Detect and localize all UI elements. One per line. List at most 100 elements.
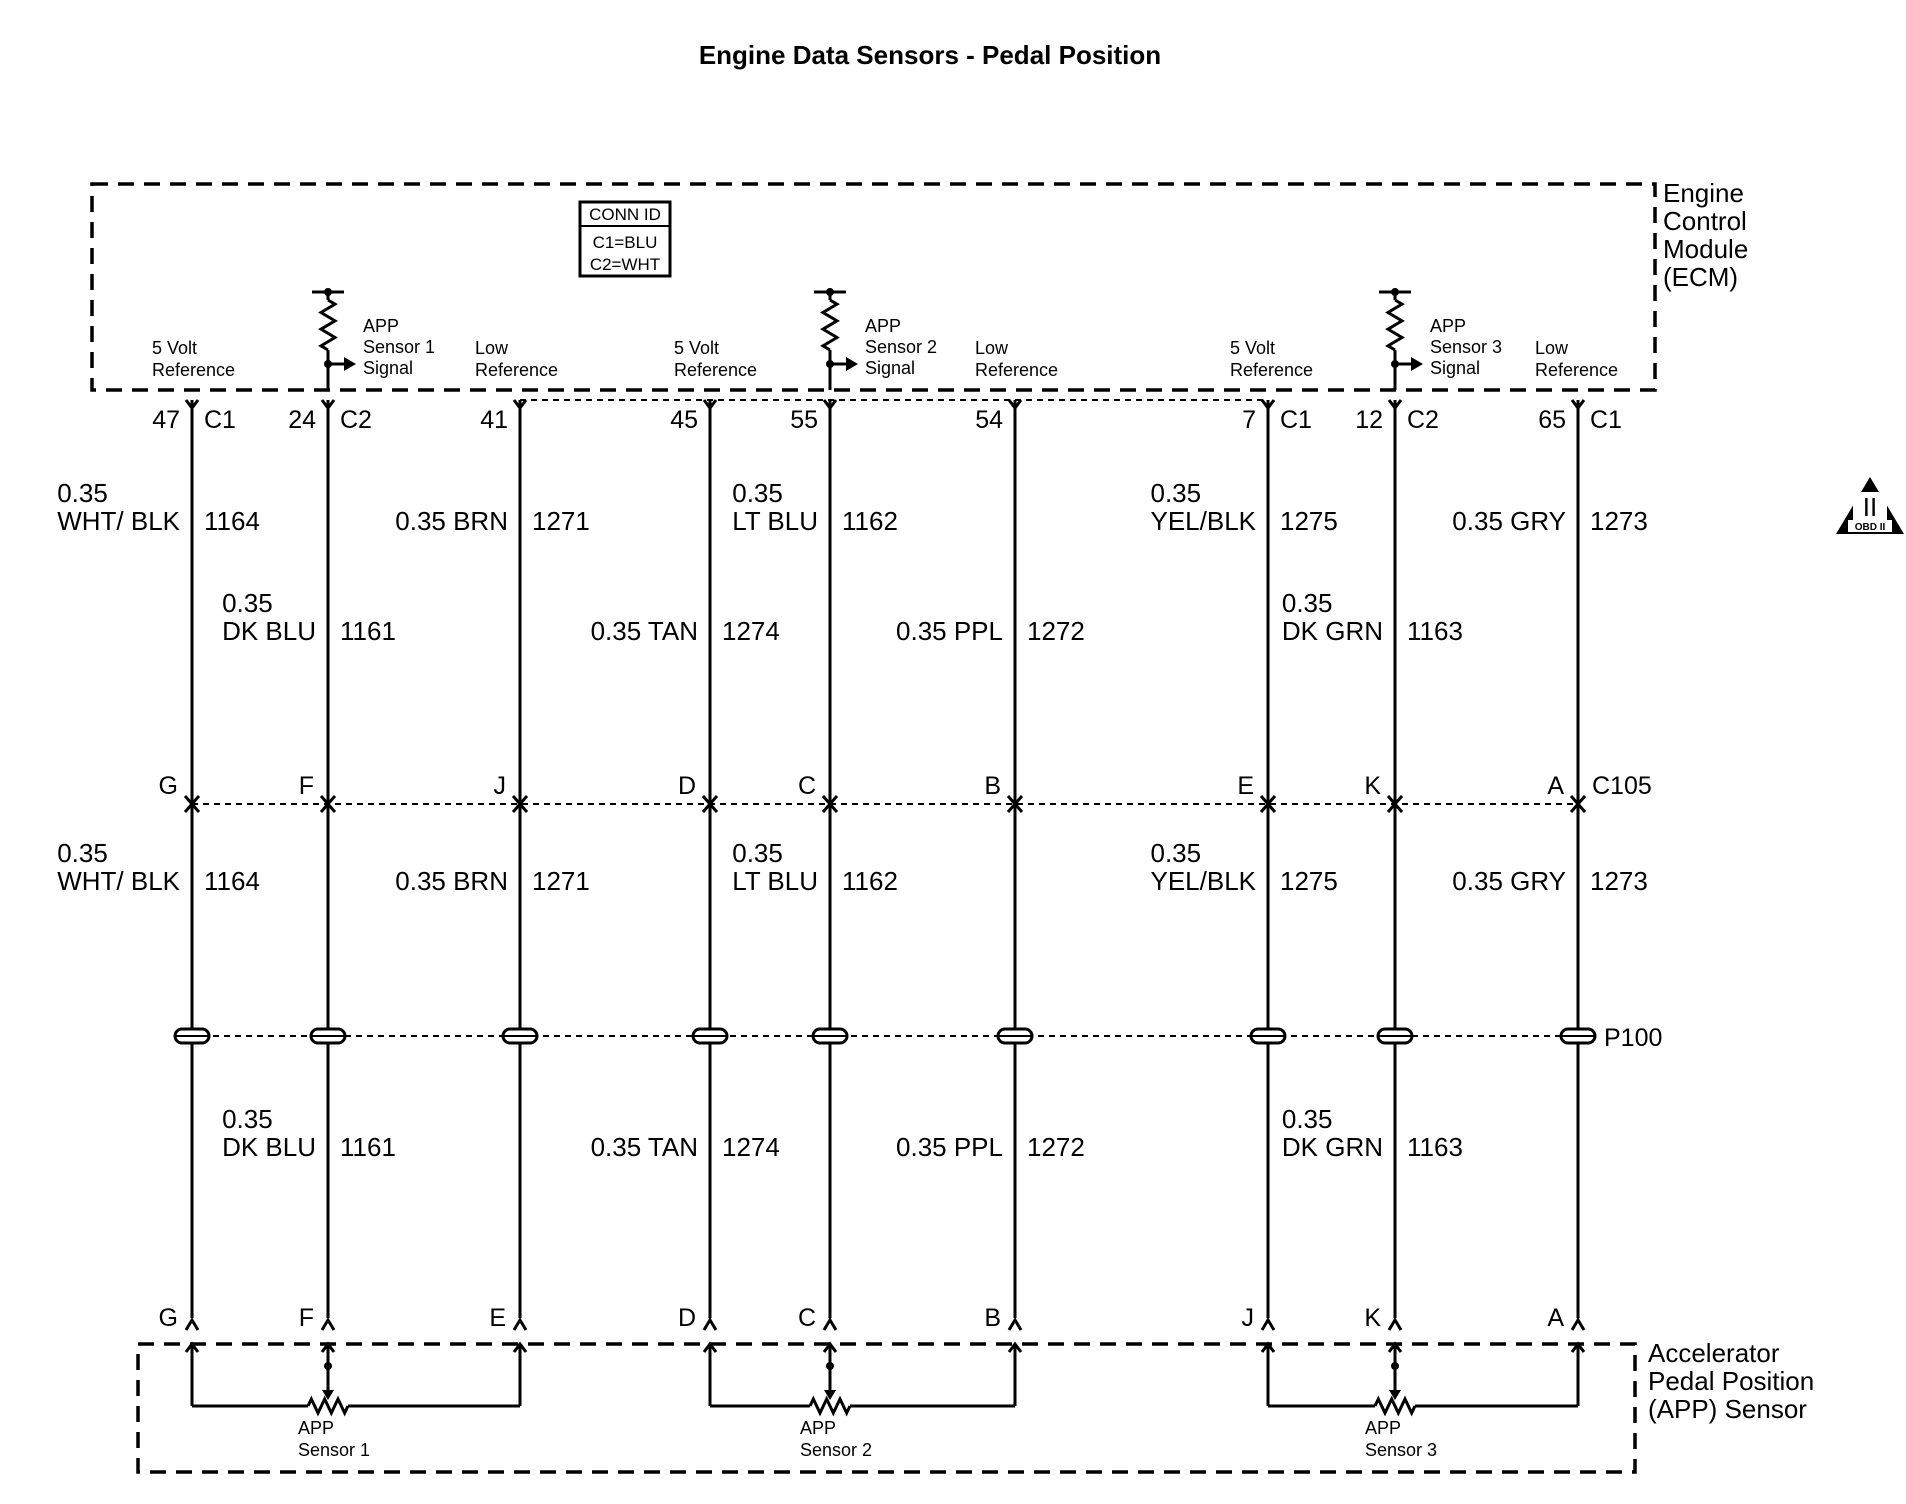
pin-fork-icon: [1570, 399, 1586, 411]
ecm-pin-number: 65: [1538, 406, 1566, 434]
app-pin-fork-icon: [512, 1317, 528, 1331]
wiper-arrow-icon: [1389, 1390, 1401, 1400]
circuit-number: 1272: [1027, 616, 1085, 646]
circuit-number: 1162: [842, 866, 898, 896]
app-sensor-name: Sensor 1: [298, 1440, 370, 1460]
c105-fork-icon: [183, 801, 201, 813]
diagram-title: Engine Data Sensors - Pedal Position: [699, 40, 1161, 70]
obd-ii-badge-strip: [1848, 520, 1892, 532]
app-sensor-name: APP: [298, 1418, 334, 1438]
wiper-arrow-icon: [824, 1390, 836, 1400]
pullup-resistor: [1385, 298, 1405, 352]
c105-cavity: B: [984, 772, 1001, 800]
app-sensor-name: Sensor 2: [800, 1440, 872, 1460]
terminal-label: Reference: [1535, 360, 1618, 380]
c105-fork-icon: [511, 801, 529, 813]
c105-fork-icon: [1569, 801, 1587, 813]
c105-cavity: E: [1237, 772, 1254, 800]
wire-color: YEL/BLK: [1150, 866, 1256, 896]
circuit-number: 1161: [340, 616, 396, 646]
app-pin-fork-icon: [702, 1317, 718, 1331]
c105-cavity: J: [494, 772, 507, 800]
circuit-number: 1275: [1280, 506, 1338, 536]
wire-gauge-color: 0.35 GRY: [1452, 866, 1566, 896]
app-cavity: K: [1364, 1304, 1381, 1332]
wire-gauge-color: 0.35 BRN: [395, 506, 508, 536]
ecm-connector-id: C1: [1590, 406, 1622, 434]
pin-fork-icon: [1260, 399, 1276, 411]
pin-fork-icon: [702, 399, 718, 411]
ecm-connector-id: C1: [1280, 406, 1312, 434]
terminal-label: Signal: [363, 358, 413, 378]
terminal-label: Reference: [1230, 360, 1313, 380]
circuit-number: 1273: [1590, 866, 1648, 896]
terminal-label: Reference: [674, 360, 757, 380]
c105-cavity: C: [798, 772, 816, 800]
ecm-label: Control: [1663, 206, 1747, 236]
ecm-pin-number: 47: [152, 406, 180, 434]
wire-gauge: 0.35: [57, 838, 108, 868]
wire-gauge-color: 0.35 BRN: [395, 866, 508, 896]
wire-color: WHT/ BLK: [57, 506, 180, 536]
terminal-label: Reference: [152, 360, 235, 380]
wire-gauge-color: 0.35 TAN: [591, 616, 698, 646]
terminal-label: APP: [865, 316, 901, 336]
circuit-number: 1163: [1407, 1132, 1463, 1162]
signal-arrow-icon: [344, 357, 356, 371]
signal-arrow-icon: [846, 357, 858, 371]
app-cavity: D: [678, 1304, 696, 1332]
app-cavity: C: [798, 1304, 816, 1332]
potentiometer-icon: [306, 1395, 350, 1417]
app-sensor-boundary: [136, 1342, 1637, 1474]
wire-gauge: 0.35: [732, 478, 783, 508]
ecm-pin-number: 12: [1355, 406, 1383, 434]
app-pin-fork-icon: [184, 1317, 200, 1331]
app-cavity: F: [299, 1304, 314, 1332]
ecm-label: (ECM): [1663, 262, 1738, 292]
app-sensor-name: APP: [800, 1418, 836, 1438]
app-sensor-label: Pedal Position: [1648, 1366, 1814, 1396]
obd-ii-badge-face: [1853, 492, 1887, 522]
pin-fork-icon: [1007, 399, 1023, 411]
potentiometer-icon: [808, 1395, 852, 1417]
conn-id-frame: [578, 200, 672, 278]
wire-color: WHT/ BLK: [57, 866, 180, 896]
app-pin-fork-icon: [1387, 1317, 1403, 1331]
circuit-number: 1274: [722, 1132, 780, 1162]
app-cavity: E: [489, 1304, 506, 1332]
ecm-pin-number: 45: [670, 406, 698, 434]
terminal-label: Reference: [475, 360, 558, 380]
terminal-label: Sensor 1: [363, 337, 435, 357]
c105-cavity: F: [299, 772, 314, 800]
ecm-pin-number: 55: [790, 406, 818, 434]
app-sensor-label: Accelerator: [1648, 1338, 1780, 1368]
pin-fork-icon: [184, 399, 200, 411]
wire-gauge: 0.35: [1282, 588, 1333, 618]
app-pin-fork-icon: [320, 1317, 336, 1331]
wire-color: DK GRN: [1282, 1132, 1383, 1162]
pin-fork-icon: [320, 399, 336, 411]
terminal-label: Low: [975, 338, 1009, 358]
app-sensor-name: Sensor 3: [1365, 1440, 1437, 1460]
pullup-resistor: [318, 298, 338, 352]
wire-gauge-color: 0.35 GRY: [1452, 506, 1566, 536]
c105-fork-icon: [701, 801, 719, 813]
terminal-label: Sensor 2: [865, 337, 937, 357]
c105-cavity: K: [1364, 772, 1381, 800]
c105-fork-icon: [1386, 801, 1404, 813]
wire-gauge: 0.35: [732, 838, 783, 868]
wire-gauge: 0.35: [1150, 838, 1201, 868]
terminal-label: 5 Volt: [674, 338, 719, 358]
wire-color: YEL/BLK: [1150, 506, 1256, 536]
conn-id-line: C2=WHT: [590, 255, 660, 274]
wire-color: DK GRN: [1282, 616, 1383, 646]
terminal-label: 5 Volt: [1230, 338, 1275, 358]
app-cavity: A: [1547, 1304, 1564, 1332]
ecm-pin-number: 41: [480, 406, 508, 434]
